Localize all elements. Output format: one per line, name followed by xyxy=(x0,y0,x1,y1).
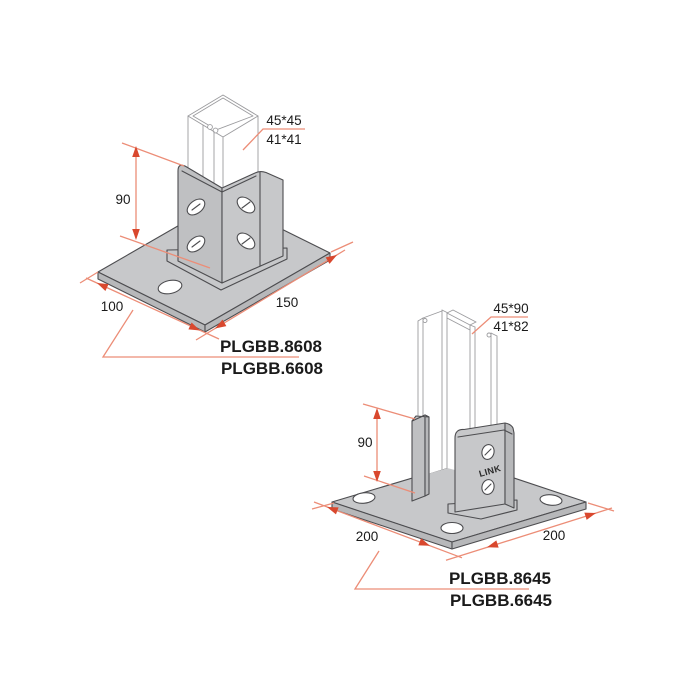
product-code-callout-2: PLGBB.8645 PLGBB.6645 xyxy=(353,550,552,610)
witness-line xyxy=(362,403,416,420)
arrowhead xyxy=(325,255,337,264)
leader-line xyxy=(471,316,528,335)
bracket-1 xyxy=(177,164,284,284)
witness-line xyxy=(79,271,99,284)
arrowhead xyxy=(487,540,499,548)
diagram-double-post-base: LINK 90 200 200 xyxy=(311,301,615,610)
width-value: 200 xyxy=(356,529,379,544)
channel-size-upper: 45*90 xyxy=(493,301,528,316)
product-code: PLGBB.8645 xyxy=(449,569,551,588)
channel-size-upper: 45*45 xyxy=(266,113,301,128)
plate-side-right xyxy=(451,501,587,550)
width-dimension-right: 200 xyxy=(445,502,615,561)
arrowhead xyxy=(215,319,227,329)
product-code-callout-1: PLGBB.8608 PLGBB.6608 xyxy=(101,309,323,378)
channel-size-lower: 41*41 xyxy=(266,132,301,147)
product-code: PLGBB.6608 xyxy=(221,359,323,378)
channel-lip-hook xyxy=(207,124,213,130)
height-dimension-2: 90 xyxy=(357,403,416,494)
bracket-rim-inner xyxy=(457,429,513,438)
width-dimension-left: 200 xyxy=(311,501,463,559)
witness-line xyxy=(119,235,211,269)
leader-line xyxy=(353,550,529,590)
upstand-front-face xyxy=(411,414,426,502)
hole-shading xyxy=(484,448,492,491)
bracket-2: LINK xyxy=(447,422,518,520)
channel-top-edges xyxy=(187,115,259,190)
bracket-upstand xyxy=(411,414,430,502)
plate-hole xyxy=(539,494,563,506)
length-dimension-1: 150 xyxy=(195,241,354,341)
width-value: 200 xyxy=(543,528,566,543)
witness-line xyxy=(587,502,615,512)
arrowhead xyxy=(132,146,140,157)
channel-lip-hook xyxy=(422,318,428,323)
bracket-rim-inner xyxy=(181,170,257,193)
upstand-top-cap xyxy=(411,414,430,422)
bracket-side-face xyxy=(504,422,515,509)
height-value: 90 xyxy=(115,192,130,207)
plate-hole xyxy=(440,521,464,535)
leader-line xyxy=(101,309,299,358)
product-code: PLGBB.8608 xyxy=(220,337,322,356)
diagram-single-post-base: 90 150 100 45*45 41*41 PLGBB.8608 xyxy=(79,94,354,378)
arrowhead xyxy=(373,471,381,482)
arrowhead xyxy=(97,283,109,292)
plate-hole xyxy=(157,279,183,295)
length-value: 150 xyxy=(276,295,299,310)
channel-profile-inner xyxy=(192,97,254,131)
plate-hole xyxy=(352,492,376,504)
arrowhead xyxy=(418,538,430,546)
leader-line xyxy=(242,128,305,151)
height-value: 90 xyxy=(357,435,372,450)
witness-line xyxy=(330,241,354,253)
channel-slot-lines xyxy=(202,124,215,185)
arrowhead xyxy=(188,322,200,331)
channel-column-1 xyxy=(187,94,259,191)
hole-shading xyxy=(191,201,251,248)
height-dimension-1: 90 xyxy=(115,142,211,269)
channel-size-callout-2: 45*90 41*82 xyxy=(471,301,529,335)
arrowhead xyxy=(327,507,339,515)
arrowhead xyxy=(584,512,596,520)
dimension-line xyxy=(445,507,613,561)
product-code: PLGBB.6645 xyxy=(450,591,552,610)
dimension-line xyxy=(313,501,463,559)
width-dimension-1: 100 xyxy=(79,271,220,340)
width-value: 100 xyxy=(101,299,124,314)
arrowhead xyxy=(373,408,381,419)
channel-edge-lines xyxy=(417,309,498,478)
upstand-side-face xyxy=(424,414,430,497)
channel-size-lower: 41*82 xyxy=(493,319,528,334)
arrowhead xyxy=(132,229,140,240)
witness-line xyxy=(363,475,416,494)
channel-lip-hook xyxy=(486,332,492,338)
channel-size-callout-1: 45*45 41*41 xyxy=(242,113,305,151)
witness-line xyxy=(121,142,185,167)
